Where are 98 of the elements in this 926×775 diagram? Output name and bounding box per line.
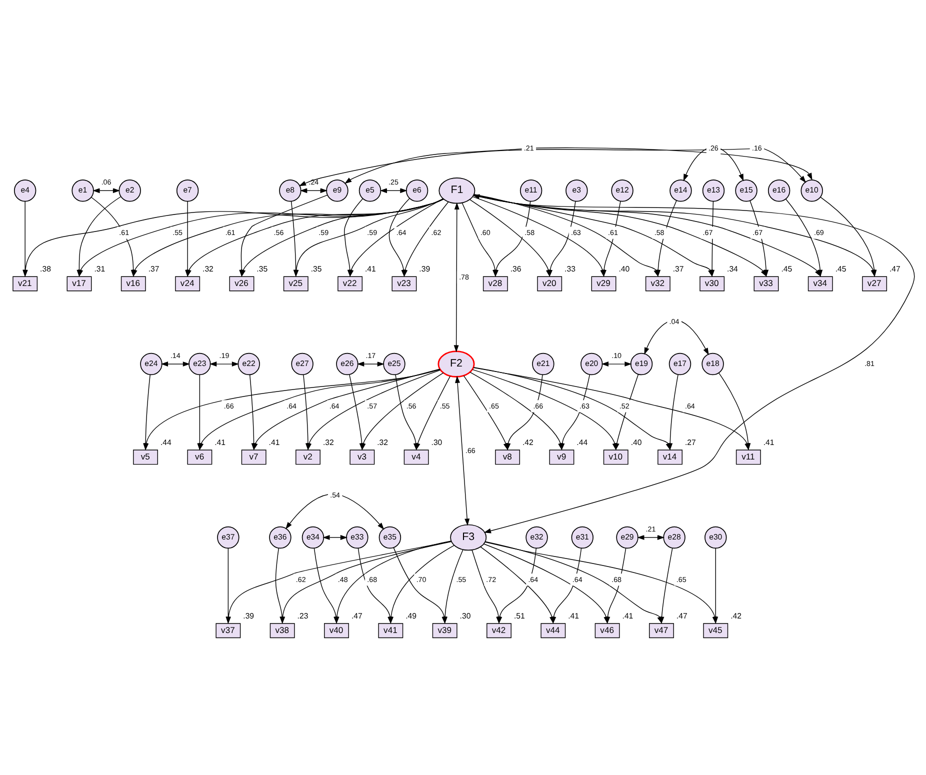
arrow — [298, 147, 806, 186]
arrow — [454, 202, 460, 352]
arrow — [644, 320, 709, 356]
node-circle: e36 — [269, 526, 292, 549]
node-label: .35 — [256, 264, 268, 274]
node-circle: e14 — [670, 180, 692, 202]
node-circle: e21 — [532, 352, 554, 376]
node-circle: e4 — [14, 180, 36, 202]
node-label: .27 — [684, 438, 696, 447]
node-circle: e10 — [800, 180, 823, 202]
node-circle: e32 — [526, 526, 548, 549]
node-label: .41 — [214, 438, 226, 447]
node-label: .41 — [622, 611, 634, 620]
arrow — [344, 147, 812, 184]
node-circle: e11 — [520, 180, 542, 202]
node-label: .42 — [730, 611, 742, 620]
node-label: .40 — [618, 264, 630, 274]
node-circle: e34 — [302, 526, 324, 549]
node-circle: e1 — [72, 180, 94, 202]
node-label: .45 — [781, 264, 792, 274]
node-circle: e17 — [668, 352, 692, 376]
node-circle: e30 — [704, 526, 727, 549]
arrow — [92, 188, 120, 194]
arrow — [300, 188, 328, 194]
node-label: .37 — [148, 264, 160, 274]
node-label: .44 — [576, 438, 588, 447]
arrow — [637, 534, 665, 540]
arrow — [357, 362, 384, 367]
node-circle: e16 — [768, 180, 790, 202]
node-label: .49 — [406, 611, 417, 620]
arrow — [463, 375, 508, 450]
arrow — [380, 188, 408, 194]
arrow — [455, 376, 470, 526]
node-circle: e20 — [580, 352, 603, 376]
node-ellipse: F3 — [450, 524, 487, 551]
arrow — [683, 146, 744, 182]
node-circle: e3 — [566, 180, 588, 202]
node-circle: e13 — [702, 180, 725, 202]
node-label: .38 — [40, 264, 51, 274]
arrow — [286, 494, 384, 530]
node-label: .41 — [365, 264, 376, 274]
node-circle: e23 — [188, 352, 211, 376]
node-label: .30 — [431, 438, 442, 447]
node-label: .37 — [672, 264, 684, 274]
node-circle: e25 — [383, 352, 406, 376]
node-circle: e28 — [663, 526, 686, 549]
node-circle: e31 — [571, 526, 594, 549]
node-circle: e29 — [616, 526, 638, 549]
node-label: .47 — [676, 611, 688, 620]
node-circle: e7 — [176, 180, 199, 202]
node-circle: e12 — [611, 180, 634, 202]
node-circle: e24 — [140, 352, 162, 376]
node-label: .39 — [243, 611, 254, 620]
node-label: .39 — [419, 264, 430, 274]
node-label: .34 — [727, 264, 738, 274]
node-circle: e2 — [118, 180, 141, 202]
node-circle: e35 — [378, 526, 402, 549]
node-circle: e27 — [291, 352, 314, 376]
node-circle: e37 — [217, 526, 240, 549]
node-label: .33 — [564, 264, 576, 274]
node-circle: e22 — [238, 352, 260, 376]
arrow — [22, 201, 28, 277]
node-label: .41 — [568, 611, 580, 620]
node-label: .23 — [297, 611, 308, 620]
node-circle: e19 — [630, 352, 653, 376]
arrow — [210, 362, 240, 367]
node-circle: e8 — [279, 180, 302, 202]
node-label: .32 — [322, 438, 334, 447]
node-circle: e9 — [326, 180, 348, 202]
node-label: .47 — [890, 264, 900, 274]
node-circle: e5 — [358, 180, 382, 202]
arrow — [226, 548, 231, 624]
node-circle: e18 — [702, 352, 724, 376]
node-label: .36 — [510, 264, 522, 274]
node-label: .40 — [630, 438, 642, 447]
node-label: .51 — [514, 611, 525, 620]
node-label: .31 — [94, 264, 106, 274]
node-label: .44 — [160, 438, 172, 447]
node-ellipse: F1 — [438, 177, 476, 204]
node-circle: e15 — [735, 180, 758, 202]
node-label: .41 — [763, 438, 774, 447]
arrow — [601, 362, 632, 367]
arrow — [402, 201, 449, 277]
node-label: .32 — [202, 264, 214, 274]
node-circle: e33 — [346, 526, 368, 549]
arrow — [160, 362, 190, 367]
node-ellipse: F2 — [438, 350, 475, 378]
node-label: .45 — [835, 264, 846, 274]
node-label: .30 — [460, 611, 471, 620]
arrow — [322, 534, 348, 540]
node-label: .41 — [268, 438, 280, 447]
arrow — [472, 194, 915, 534]
node-label: .42 — [522, 438, 534, 447]
node-label: .35 — [310, 264, 322, 274]
node-label: .47 — [351, 611, 362, 620]
node-circle: e6 — [406, 180, 428, 202]
node-circle: e26 — [336, 352, 358, 376]
node-label: .32 — [377, 438, 388, 447]
